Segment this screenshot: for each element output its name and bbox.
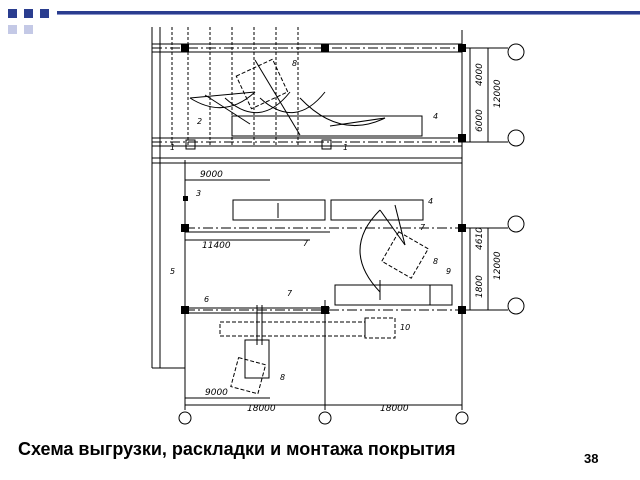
dim-label: 18000 bbox=[380, 404, 409, 414]
corner-square-5 bbox=[24, 25, 33, 34]
dim-label: 4610 bbox=[475, 227, 485, 250]
callout-number: 9 bbox=[446, 267, 451, 276]
axis-marker bbox=[507, 43, 525, 61]
corner-square-2 bbox=[24, 9, 33, 18]
page-number: 38 bbox=[584, 451, 599, 466]
callout-number: 2 bbox=[197, 117, 202, 126]
callout-number: 3 bbox=[196, 189, 201, 198]
dim-label: 18000 bbox=[247, 404, 276, 414]
corner-square-3 bbox=[40, 9, 49, 18]
dim-label: 1800 bbox=[475, 275, 485, 298]
callout-number: 1 bbox=[170, 143, 175, 152]
callout-number: 7 bbox=[303, 239, 309, 248]
crane-base bbox=[244, 339, 270, 379]
trailer bbox=[219, 321, 366, 337]
dim-label: 9000 bbox=[205, 388, 228, 398]
axis-marker bbox=[455, 411, 469, 425]
roof-panel-mid-left bbox=[232, 199, 326, 221]
dim-label: 9000 bbox=[200, 170, 223, 180]
callout-number: 1 bbox=[343, 143, 348, 152]
header-rule-thin bbox=[57, 14, 640, 15]
callout-number: 10 bbox=[400, 323, 410, 332]
truck-cab bbox=[429, 284, 453, 306]
dim-label: 6000 bbox=[475, 109, 485, 132]
callout-number: 4 bbox=[433, 112, 438, 121]
roof-panel-top bbox=[231, 115, 423, 137]
callout-number: 7 bbox=[287, 289, 293, 298]
callout-number: 8 bbox=[433, 257, 438, 266]
callout-number: 6 bbox=[204, 295, 209, 304]
dim-label: 11400 bbox=[202, 241, 231, 251]
header-rule bbox=[57, 11, 640, 14]
dim-label: 12000 bbox=[493, 251, 503, 280]
axis-marker bbox=[507, 297, 525, 315]
engineering-drawing: 4000 12000 6000 4610 12000 1800 9000 114… bbox=[151, 27, 525, 425]
dim-label: 12000 bbox=[493, 79, 503, 108]
truck-body bbox=[334, 284, 431, 306]
roof-panel-mid-right bbox=[330, 199, 424, 221]
slide-caption: Схема выгрузки, раскладки и монтажа покр… bbox=[18, 439, 456, 459]
corner-square-1 bbox=[8, 9, 17, 18]
dim-label: 4000 bbox=[475, 63, 485, 86]
callout-number: 5 bbox=[170, 267, 175, 276]
callout-number: 4 bbox=[428, 197, 433, 206]
callout-number: 8 bbox=[292, 59, 297, 68]
axis-marker bbox=[318, 411, 332, 425]
corner-square-4 bbox=[8, 25, 17, 34]
callout-number: 8 bbox=[280, 373, 285, 382]
callout-number: 7 bbox=[420, 223, 426, 232]
axis-marker bbox=[507, 215, 525, 233]
axis-marker bbox=[507, 129, 525, 147]
axis-marker bbox=[178, 411, 192, 425]
